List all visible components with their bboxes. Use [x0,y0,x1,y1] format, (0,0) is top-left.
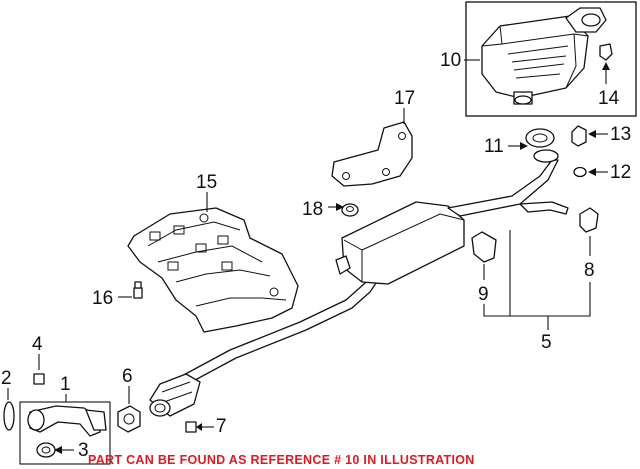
callout-18: 18 [302,199,323,220]
callout-14: 14 [598,88,620,109]
clamp-14-part [599,43,613,61]
gasket-6-part [117,405,141,433]
callout-10: 10 [440,50,461,71]
callout-5: 5 [541,332,552,353]
clamp-3-part [36,442,56,458]
callout-9: 9 [478,284,489,305]
callout-13: 13 [610,124,631,145]
leader-5 [483,230,591,330]
callout-6: 6 [122,366,133,387]
gasket-11-part [525,128,555,148]
callout-16: 16 [92,288,113,309]
nut-18-part [341,203,359,217]
hanger-13-part [571,125,587,147]
callout-3: 3 [78,440,89,461]
nut-7-part [185,421,197,433]
callout-4: 4 [32,334,43,355]
rear-muffler-part [481,7,607,105]
callout-17: 17 [394,88,415,109]
nut-4-part [33,373,45,385]
heat-shield-part [127,207,299,333]
inset-frame [465,1,637,117]
bracket-17-part [331,121,413,187]
hanger-8-part [579,207,599,233]
front-pipe-1-part [19,401,111,465]
callout-7: 7 [216,416,227,437]
bolt-16-part [133,281,143,299]
gasket-2-part [3,401,15,431]
callout-12: 12 [610,162,631,183]
callout-8: 8 [584,260,595,281]
callout-11: 11 [484,136,504,157]
nut-12-part [573,166,587,178]
callout-15: 15 [196,172,217,193]
callout-2: 2 [1,368,12,389]
hanger-9-part [471,231,497,263]
exhaust-pipe-assembly [149,149,569,417]
notice-text: PART CAN BE FOUND AS REFERENCE # 10 IN I… [88,453,475,467]
callout-1: 1 [60,374,71,395]
